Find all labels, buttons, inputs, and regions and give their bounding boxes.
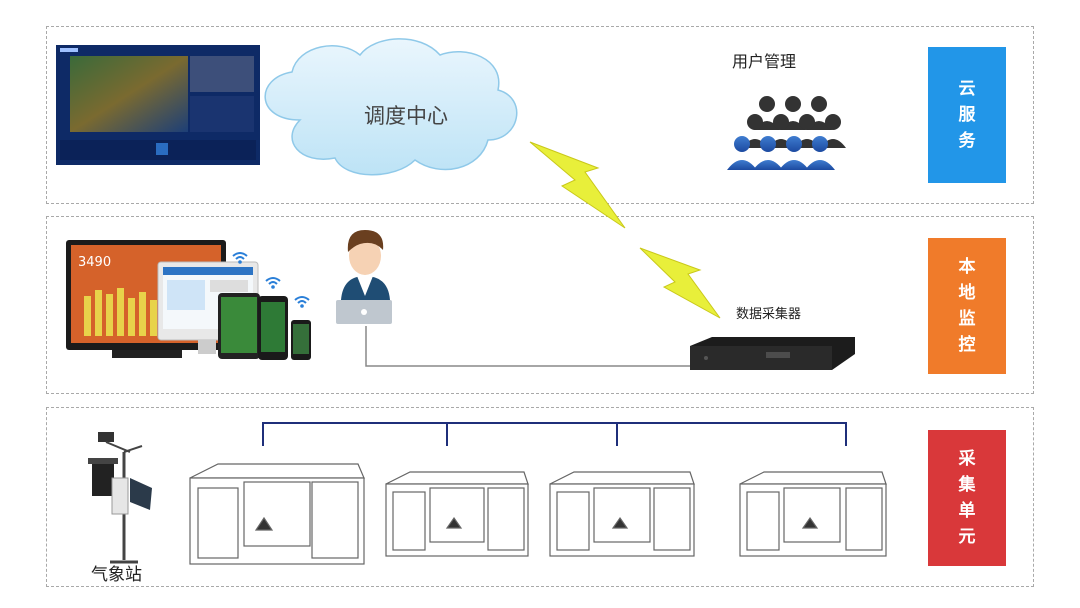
acquisition-unit-tab: 采 集 单 元 [928, 430, 1006, 566]
tab-char: 监 [958, 309, 976, 329]
dispatch-center-label: 调度中心 [364, 104, 448, 128]
cabinet-unit [189, 463, 365, 565]
tab-char: 本 [958, 257, 976, 277]
phone-device [291, 320, 311, 360]
wifi-icon [294, 296, 310, 304]
network-cable [365, 326, 690, 367]
cabinet-unit [385, 471, 529, 557]
lightning-bolt-icon [529, 141, 626, 229]
cloud-service-tier [46, 26, 1034, 204]
tab-char: 地 [958, 283, 976, 303]
lightning-bolt-icon [639, 247, 721, 319]
user-group-icon [727, 96, 846, 170]
monitor-number: 3490 [78, 255, 111, 270]
tab-char: 集 [958, 475, 976, 495]
data-collector-device [690, 337, 855, 370]
tab-char: 单 [958, 501, 976, 521]
cloud-shape [264, 38, 518, 176]
tab-char: 云 [958, 79, 976, 99]
tab-char: 服 [958, 105, 976, 125]
wifi-icon [271, 285, 275, 289]
tab-char: 元 [958, 527, 976, 547]
operator-laptop-icon [336, 230, 392, 324]
data-collector-label: 数据采集器 [736, 307, 802, 322]
tab-char: 控 [958, 335, 976, 355]
tab-char: 务 [958, 131, 976, 151]
wifi-icon [232, 252, 248, 260]
weather-station-label: 气象站 [91, 565, 142, 585]
cabinet-unit [549, 471, 695, 557]
dispatch-screen [56, 45, 260, 165]
local-monitoring-tab: 本 地 监 控 [928, 238, 1006, 374]
wifi-icon [300, 304, 304, 308]
tab-char: 采 [958, 449, 976, 469]
user-management-label: 用户管理 [732, 52, 797, 71]
cloud-service-tab: 云 服 务 [928, 47, 1006, 183]
phone-device [258, 296, 288, 360]
weather-station-icon [88, 432, 152, 564]
tablet-device [218, 293, 260, 359]
wifi-icon [238, 260, 242, 264]
cabinet-unit [739, 471, 887, 557]
local-monitoring-tier [46, 216, 1034, 394]
acquisition-unit-tier [46, 407, 1034, 587]
wifi-icon [265, 277, 281, 285]
bus-connection [262, 422, 847, 446]
